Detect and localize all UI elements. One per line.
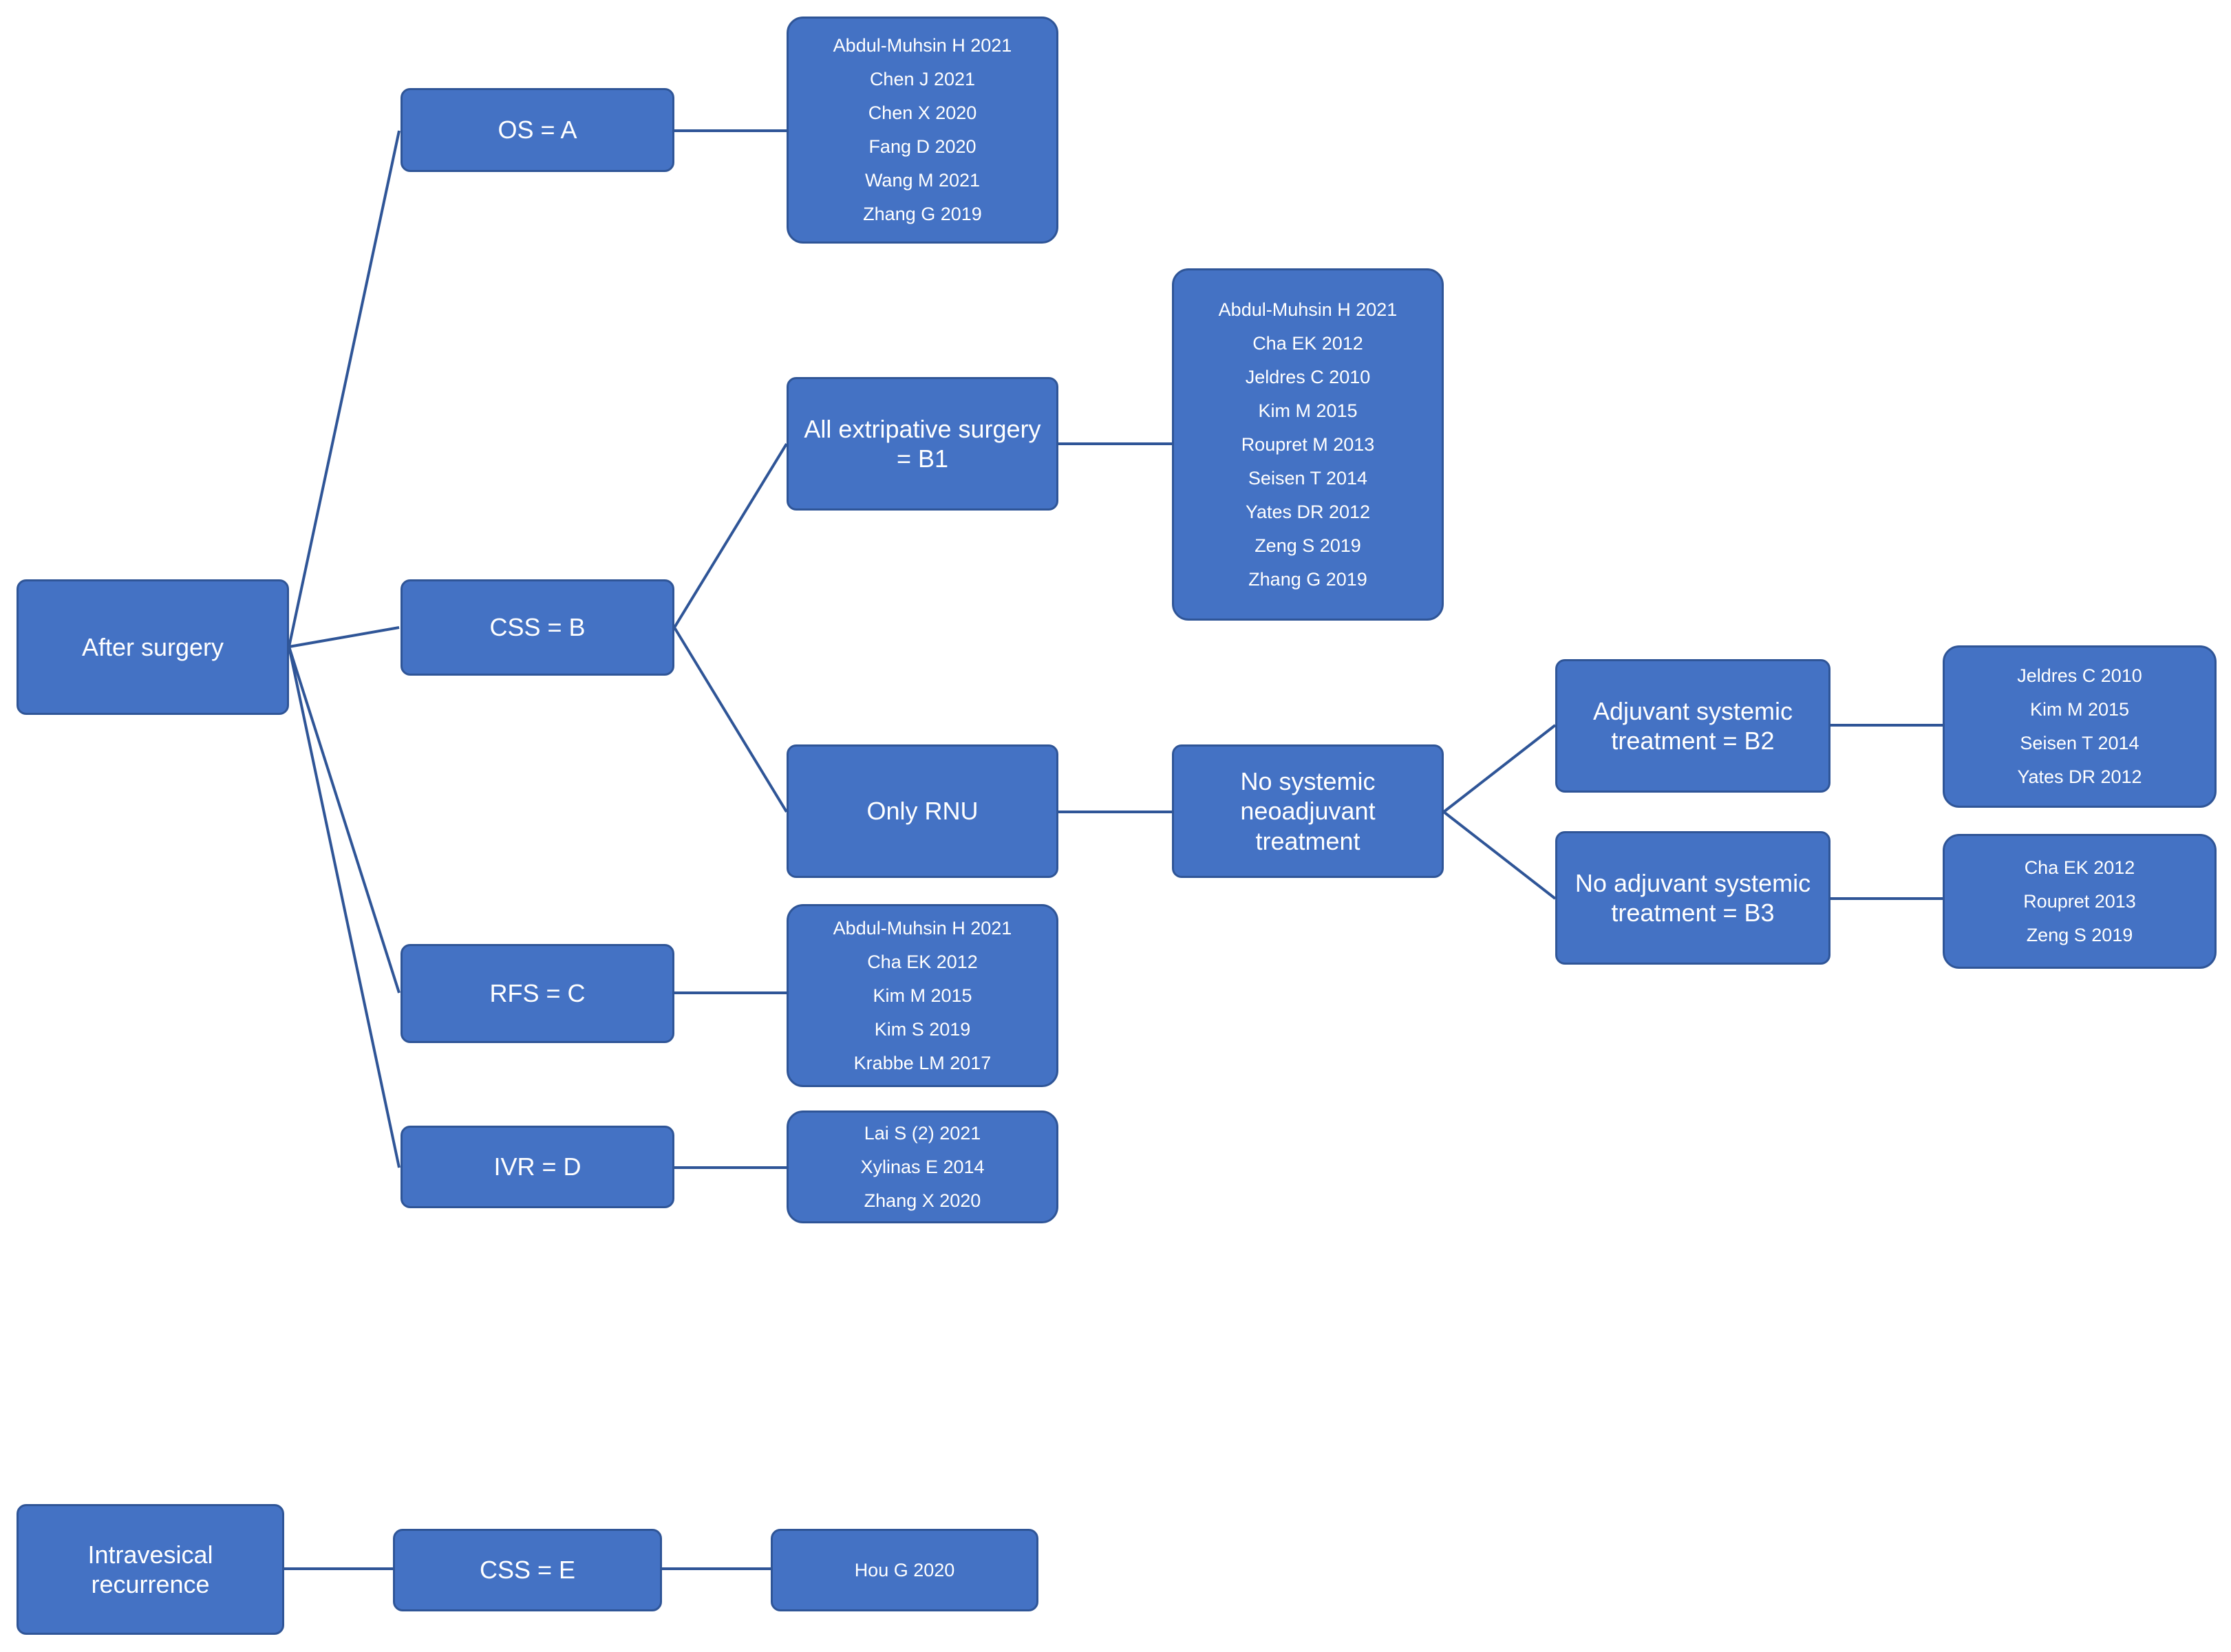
edge-after-css (288, 626, 400, 648)
reference-item: Abdul-Muhsin H 2021 (1218, 299, 1398, 320)
node-rfs: RFS = C (401, 944, 674, 1043)
edge-after-ivr (288, 646, 401, 1168)
reference-item: Zhang G 2019 (1248, 568, 1367, 590)
reference-item: Cha EK 2012 (1252, 332, 1363, 354)
node-label: OS = A (498, 116, 577, 144)
edge-nosys-b3 (1442, 811, 1557, 900)
refs-b2: Jeldres C 2010 Kim M 2015 Seisen T 2014 … (1943, 645, 2217, 808)
reference-item: Jeldres C 2010 (2017, 665, 2142, 686)
node-label: CSS = B (489, 613, 586, 642)
node-label: No adjuvant systemic treatment = B3 (1574, 868, 1811, 927)
node-label: CSS = E (479, 1556, 576, 1585)
reference-item: Seisen T 2014 (2020, 733, 2139, 753)
refs-rfs: Abdul-Muhsin H 2021 Cha EK 2012 Kim M 20… (787, 904, 1058, 1087)
refs-ivr: Lai S (2) 2021 Xylinas E 2014 Zhang X 20… (787, 1111, 1058, 1223)
node-label: Adjuvant systemic treatment = B2 (1592, 696, 1793, 755)
reference-item: Kim M 2015 (1258, 400, 1358, 421)
reference-item: Zhang G 2019 (863, 204, 982, 224)
edge-after-os (288, 130, 401, 647)
node-label: Only RNU (866, 797, 979, 826)
node-label: Intravesical recurrence (87, 1540, 213, 1598)
reference-item: Zeng S 2019 (2026, 924, 2133, 945)
refs-b3: Cha EK 2012 Roupret 2013 Zeng S 2019 (1943, 834, 2217, 969)
node-label: RFS = C (489, 979, 586, 1008)
reference-item: Fang D 2020 (868, 136, 976, 157)
reference-item: Yates DR 2012 (2017, 766, 2142, 787)
reference-item: Xylinas E 2014 (860, 1156, 985, 1177)
node-label: After surgery (81, 632, 224, 661)
edge-css-b1 (673, 442, 788, 629)
reference-item: Hou G 2020 (854, 1559, 955, 1580)
node-after-surgery: After surgery (17, 579, 289, 715)
node-label: All extripative surgery = B1 (804, 414, 1041, 473)
node-css-b: CSS = B (401, 579, 674, 676)
node-all-extripative: All extripative surgery = B1 (787, 377, 1058, 511)
reference-item: Cha EK 2012 (867, 951, 978, 972)
reference-item: Kim S 2019 (874, 1018, 971, 1040)
reference-item: Yates DR 2012 (1245, 501, 1371, 522)
reference-item: Krabbe LM 2017 (853, 1052, 992, 1073)
reference-item: Zeng S 2019 (1255, 535, 1361, 556)
node-adjuvant-b2: Adjuvant systemic treatment = B2 (1555, 659, 1830, 793)
reference-item: Seisen T 2014 (1248, 467, 1368, 489)
reference-item: Lai S (2) 2021 (864, 1122, 981, 1144)
refs-b1: Abdul-Muhsin H 2021 Cha EK 2012 Jeldres … (1172, 268, 1444, 621)
node-label: No systemic neoadjuvant treatment (1240, 767, 1376, 855)
node-ivr: IVR = D (401, 1126, 674, 1208)
reference-item: Cha EK 2012 (2024, 857, 2135, 878)
reference-item: Kim M 2015 (2029, 699, 2130, 720)
refs-css-e: Hou G 2020 (771, 1529, 1038, 1611)
reference-item: Zhang X 2020 (864, 1190, 981, 1211)
reference-item: Roupret M 2013 (1241, 433, 1375, 455)
node-no-adjuvant-b3: No adjuvant systemic treatment = B3 (1555, 831, 1830, 965)
reference-item: Abdul-Muhsin H 2021 (833, 917, 1012, 938)
reference-item: Kim M 2015 (873, 985, 972, 1006)
node-only-rnu: Only RNU (787, 744, 1058, 878)
reference-item: Chen X 2020 (868, 103, 977, 123)
reference-item: Wang M 2021 (864, 170, 981, 191)
reference-item: Roupret 2013 (2023, 890, 2136, 912)
edge-after-rfs (288, 646, 401, 994)
reference-item: Jeldres C 2010 (1245, 366, 1371, 387)
reference-item: Abdul-Muhsin H 2021 (833, 35, 1012, 56)
node-no-systemic-neoadjuvant: No systemic neoadjuvant treatment (1172, 744, 1444, 878)
node-intravesical-recurrence: Intravesical recurrence (17, 1504, 284, 1635)
node-css-e: CSS = E (393, 1529, 662, 1611)
edge-css-rnu (673, 626, 788, 813)
node-os: OS = A (401, 88, 674, 172)
edge-nosys-b2 (1442, 724, 1557, 813)
node-label: IVR = D (493, 1152, 581, 1181)
reference-item: Chen J 2021 (869, 69, 976, 89)
refs-os: Abdul-Muhsin H 2021 Chen J 2021 Chen X 2… (787, 17, 1058, 244)
